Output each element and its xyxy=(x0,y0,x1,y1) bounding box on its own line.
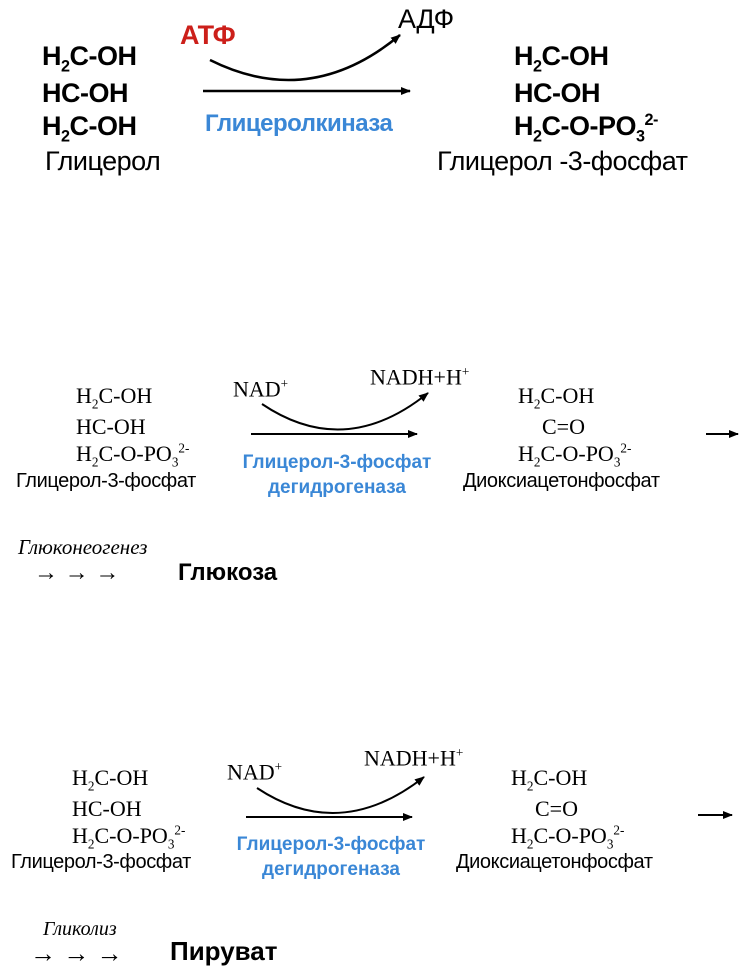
r1-cofactor-in: АТФ xyxy=(180,20,236,50)
r2-substrate-formula: H2C-OH HC-OH H2C-O-PO32- xyxy=(76,383,190,470)
r1-product-formula: H2C-OH HC-OH H2C-O-PO32- xyxy=(514,41,658,146)
r1-cofactor-arrow xyxy=(209,34,401,82)
r2-cofactor-arrow xyxy=(261,392,429,431)
r3-cofactor-in: NAD+ xyxy=(227,759,283,785)
r3-cofactor-out: NADH+H+ xyxy=(364,745,464,771)
r2-enzyme: Глицерол-3-фосфат дегидрогеназа xyxy=(242,452,432,498)
r1-enzyme: Глицеролкиназа xyxy=(205,110,393,137)
r3-pathway-label: Гликолиз xyxy=(43,918,117,940)
r2-product-formula: H2C-OH C=O H2C-O-PO32- xyxy=(518,383,632,470)
r3-end-product: Пируват xyxy=(170,936,278,966)
r3-product-name: Диоксиацетонфосфат xyxy=(456,851,653,873)
r3-pathway-arrows: → → → xyxy=(30,938,123,968)
r3-cofactor-arrow xyxy=(256,776,425,814)
r3-enzyme: Глицерол-3-фосфат дегидрогеназа xyxy=(236,834,426,880)
r2-end-product: Глюкоза xyxy=(178,559,278,586)
r1-product-name: Глицерол -3-фосфат xyxy=(437,146,688,176)
r3-substrate-name: Глицерол-3-фосфат xyxy=(11,851,191,873)
r2-substrate-name: Глицерол-3-фосфат xyxy=(16,470,196,492)
r3-product-formula: H2C-OH C=O H2C-O-PO32- xyxy=(511,765,625,852)
r2-pathway-arrows: → → → xyxy=(34,559,120,586)
r1-substrate-name: Глицерол xyxy=(45,146,161,176)
r2-pathway-label: Глюконеогенез xyxy=(18,535,148,559)
r2-cofactor-out: NADH+H+ xyxy=(370,364,470,390)
r1-substrate-formula: H2C-OH HC-OH H2C-OH xyxy=(42,41,137,146)
r2-cofactor-in: NAD+ xyxy=(233,376,289,402)
r1-cofactor-out: АДФ xyxy=(398,4,454,34)
r3-substrate-formula: H2C-OH HC-OH H2C-O-PO32- xyxy=(72,765,186,852)
r2-product-name: Диоксиацетонфосфат xyxy=(463,470,660,492)
